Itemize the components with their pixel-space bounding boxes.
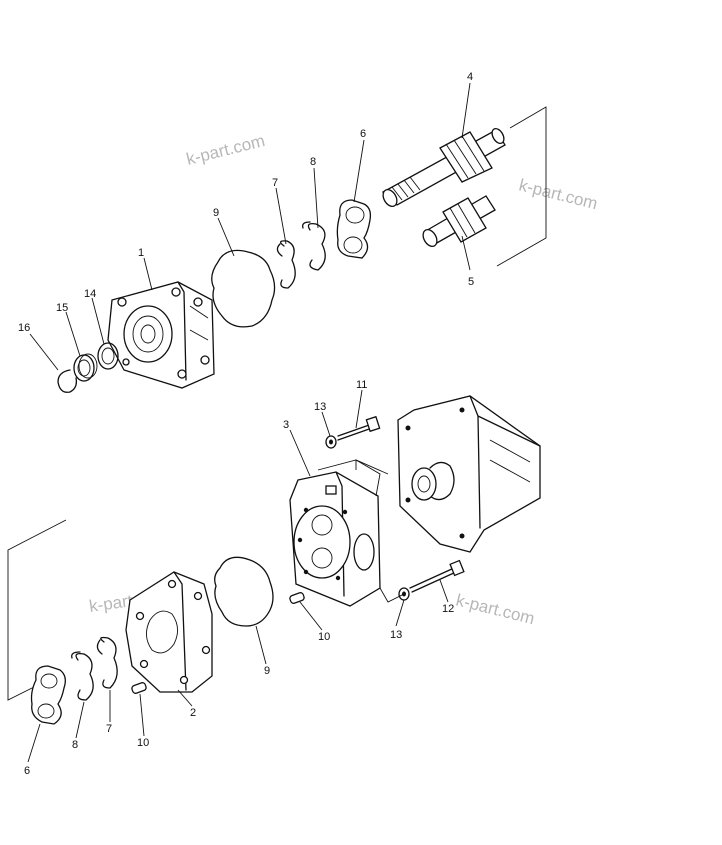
middle-bracket [355,459,405,603]
label-part-9-top: 9 [213,207,219,219]
part-8-backup-ring-bottom [71,651,94,701]
label-part-4: 4 [467,71,473,83]
part-13-washer-top [325,435,337,449]
label-part-12: 12 [442,603,454,615]
part-16-snap-ring [57,369,78,393]
label-part-13-top: 13 [314,401,326,413]
part-8-backup-ring-top [302,221,326,271]
part-1-front-cover [107,281,215,389]
watermark-2: k-part.com [517,175,600,213]
bottom-bracket [7,519,67,701]
part-3-gear-housing [289,459,381,607]
part-10-pin-left [131,682,147,694]
label-part-8-bottom: 8 [72,739,78,751]
label-part-3: 3 [283,419,289,431]
label-part-14: 14 [84,288,96,300]
part-9-gasket-bottom [214,556,274,627]
label-part-10-right: 10 [318,631,330,643]
label-part-1: 1 [138,247,144,259]
part-7-ring-bottom [96,636,118,689]
watermark-1: k-part.com [184,131,267,169]
label-part-13-bottom: 13 [390,629,402,641]
part-14-seal-ring [97,342,119,370]
top-bracket [496,106,547,267]
watermark-4: k-part.com [454,590,537,628]
part-7-ring-top [276,240,296,289]
label-part-15: 15 [56,302,68,314]
label-part-6-bottom: 6 [24,765,30,777]
label-part-2: 2 [190,707,196,719]
label-part-11: 11 [356,379,367,391]
label-part-16: 16 [18,322,30,334]
leader-lines [27,82,471,763]
label-part-10-left: 10 [137,737,149,749]
label-part-8-top: 8 [310,156,316,168]
label-part-9-bottom: 9 [264,665,270,677]
part-6-seal-bottom [30,665,66,725]
label-part-6-top: 6 [360,128,366,140]
label-part-5: 5 [468,276,474,288]
label-part-7-top: 7 [272,177,278,189]
part-10-pin-right [289,592,305,604]
part-9-gasket-top [211,249,276,328]
part-11-bolt [337,415,381,441]
label-part-7-bottom: 7 [106,723,112,735]
part-4-drive-shaft [381,127,506,208]
part-5-driven-gear [422,195,496,248]
part-12-bolt [409,559,465,593]
part-15-oil-seal [73,353,98,382]
part-6-seal-top [336,199,372,259]
part-3-rear-housing [397,395,541,553]
part-labels: 4 5 6 8 7 9 1 14 15 16 11 13 3 12 13 10 … [18,71,474,777]
part-2-rear-cover [125,571,213,693]
